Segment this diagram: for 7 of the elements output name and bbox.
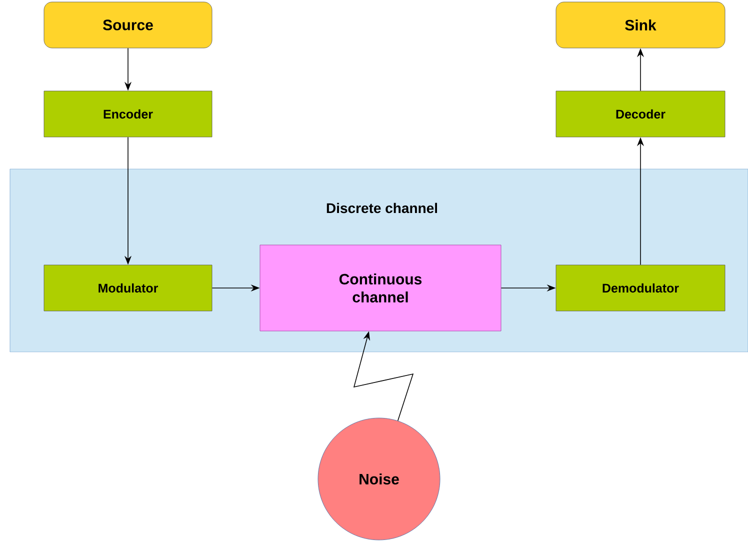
process-box: Encoder bbox=[44, 90, 212, 138]
channel-box: Continuous channel bbox=[260, 244, 502, 332]
terminal-box: Source bbox=[44, 2, 212, 48]
process-box: Decoder bbox=[556, 90, 726, 138]
process-box: Modulator bbox=[44, 264, 212, 312]
process-box: Demodulator bbox=[556, 264, 726, 312]
terminal-box: Sink bbox=[556, 2, 726, 48]
